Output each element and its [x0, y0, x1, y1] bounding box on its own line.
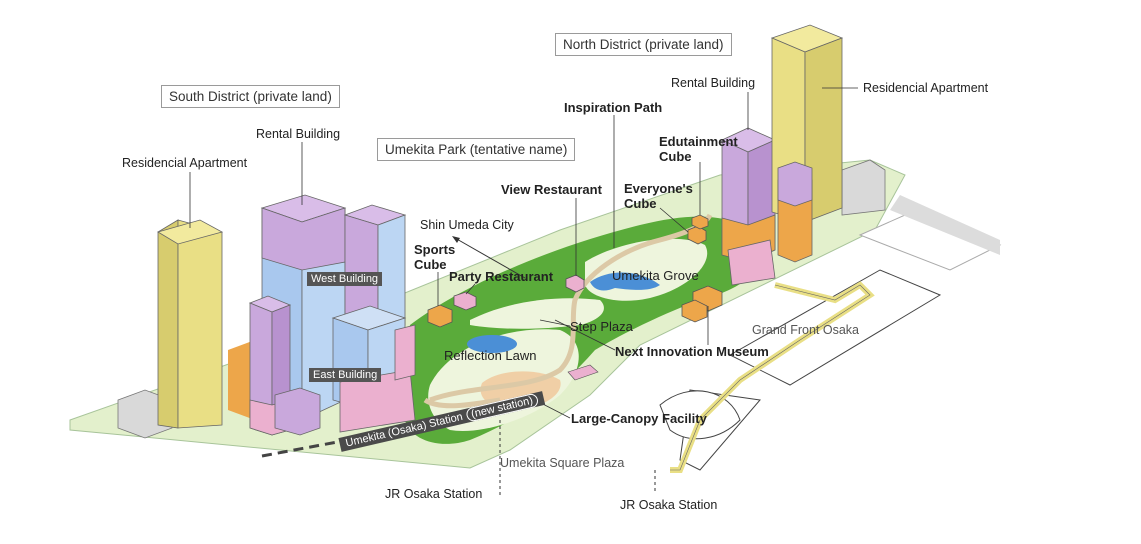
lower-path — [423, 397, 501, 409]
south-res-side — [177, 219, 223, 429]
north-mid-purple — [777, 161, 813, 207]
south-rental-label: Rental Building — [256, 127, 341, 141]
edutainment-cube-label-2: Cube — [659, 149, 692, 164]
shin-umeda-label: Shin Umeda City — [420, 218, 514, 232]
umekita-grove-water — [590, 272, 660, 291]
north-gray-block — [841, 159, 886, 216]
shin-umeda-arrow — [454, 237, 526, 279]
south-district-label: South District (private land) — [161, 85, 340, 108]
reflection-pond — [467, 335, 517, 353]
east-building-label: East Building — [309, 368, 382, 382]
jr-osaka-right-label: JR Osaka Station — [620, 498, 718, 512]
grand-front-label: Grand Front Osaka — [752, 323, 859, 337]
next-innovation-label: Next Innovation Museum — [615, 344, 769, 359]
park-label: Umekita Park (tentative name) — [377, 138, 576, 161]
leader-next-innov — [554, 319, 616, 351]
sports-cube-label-1: Sports — [414, 242, 456, 257]
shin-umeda-arrow-head — [452, 236, 460, 243]
large-canopy-label: Large-Canopy Facility — [571, 411, 707, 426]
leader-party — [465, 283, 476, 295]
low-purple-block — [274, 387, 321, 436]
umekita-grove-label: Umekita Grove — [612, 268, 699, 283]
everyones-cube-label-2: Cube — [624, 196, 657, 211]
reflection-lawn-label: Reflection Lawn — [444, 348, 537, 363]
north-district-label: North District (private land) — [555, 33, 732, 56]
south-base — [228, 340, 255, 420]
view-restaurant-label: View Restaurant — [501, 182, 602, 197]
north-rental-label: Rental Building — [671, 76, 756, 90]
leader-everyone — [659, 207, 689, 233]
jr-osaka-left-label: JR Osaka Station — [385, 487, 483, 501]
party-restaurant-label: Party Restaurant — [449, 269, 554, 284]
north-rental-pink — [727, 239, 776, 286]
east-podium-right — [394, 324, 416, 381]
south-residential-label: Residencial Apartment — [122, 156, 248, 170]
museum-shape-2 — [681, 299, 708, 323]
west-building-label: West Building — [307, 272, 383, 286]
sports-cube-shape — [427, 304, 453, 328]
everyones-cube-label-1: Everyone's — [624, 181, 693, 196]
inspiration-path-label: Inspiration Path — [564, 100, 663, 115]
party-restaurant-shape — [453, 291, 477, 311]
south-res-front — [157, 219, 179, 429]
step-plaza-label: Step Plaza — [570, 319, 633, 334]
mid-lawn — [470, 298, 604, 329]
north-residential-label: Residencial Apartment — [863, 81, 989, 95]
south-res-top — [157, 219, 224, 245]
square-plaza-label: Umekita Square Plaza — [500, 456, 625, 470]
inspiration-path-line — [429, 213, 713, 403]
grand-front-road — [890, 195, 1000, 255]
step-plaza-pink — [567, 364, 599, 381]
sports-cube-label-2: Cube — [414, 257, 447, 272]
edutainment-cube-label-1: Edutainment — [659, 134, 738, 149]
pedestrian-deck-outline — [670, 284, 871, 471]
